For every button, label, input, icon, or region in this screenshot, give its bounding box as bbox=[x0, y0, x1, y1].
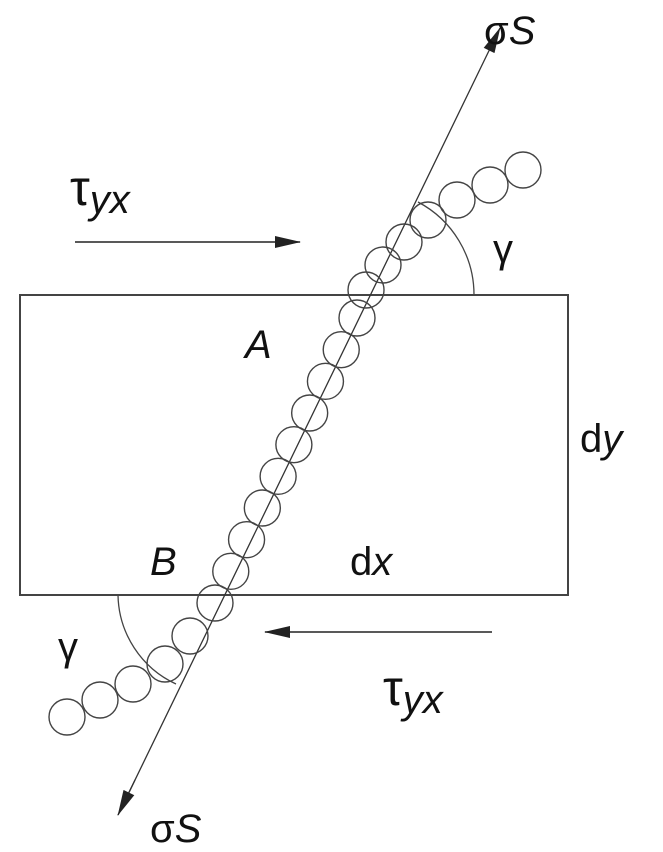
fiber-bead bbox=[438, 181, 476, 219]
fiber-bead bbox=[471, 166, 509, 204]
point-a-label: A bbox=[243, 323, 272, 367]
angle-arc-top bbox=[417, 201, 475, 296]
fiber-bead bbox=[212, 552, 250, 591]
fiber-bead bbox=[146, 645, 184, 683]
fiber-bead bbox=[227, 520, 266, 559]
fiber-bead bbox=[259, 457, 297, 496]
fiber-bead bbox=[114, 665, 152, 703]
fiber-bead bbox=[385, 223, 423, 261]
fiber-bead bbox=[290, 394, 329, 432]
tau-yx-label-top: τyx bbox=[70, 160, 132, 222]
point-b-label: B bbox=[150, 540, 177, 584]
fiber-bead bbox=[409, 201, 447, 239]
fiber-bead bbox=[347, 271, 385, 309]
fiber-bead bbox=[48, 698, 86, 736]
fiber-bead bbox=[81, 681, 119, 719]
dy-label: dy bbox=[580, 417, 625, 461]
tau-yx-label-bottom: τyx bbox=[383, 660, 445, 722]
sigma-s-label-top: σS bbox=[484, 9, 536, 53]
sigma-arrow-bottom bbox=[117, 779, 136, 816]
dx-label: dx bbox=[350, 540, 394, 584]
fiber-bead bbox=[306, 362, 345, 401]
gamma-label-bottom: γ bbox=[58, 625, 78, 669]
angle-arc-bottom bbox=[117, 594, 177, 685]
element-rectangle bbox=[19, 294, 569, 596]
fiber-bead bbox=[171, 617, 209, 655]
fiber-chain bbox=[48, 151, 542, 736]
fiber-bead bbox=[243, 489, 282, 527]
fiber-bead bbox=[322, 330, 360, 369]
fiber-axis-line bbox=[117, 27, 501, 816]
fiber-bead bbox=[275, 425, 313, 464]
fiber-axis-arrow-bottom bbox=[120, 420, 300, 812]
gamma-label-top: γ bbox=[493, 227, 513, 271]
fiber-bead bbox=[364, 246, 402, 284]
fiber-bead bbox=[338, 299, 376, 337]
fiber-bead bbox=[196, 584, 234, 622]
sigma-s-label-bottom: σS bbox=[150, 807, 202, 851]
fiber-bead bbox=[504, 151, 542, 189]
